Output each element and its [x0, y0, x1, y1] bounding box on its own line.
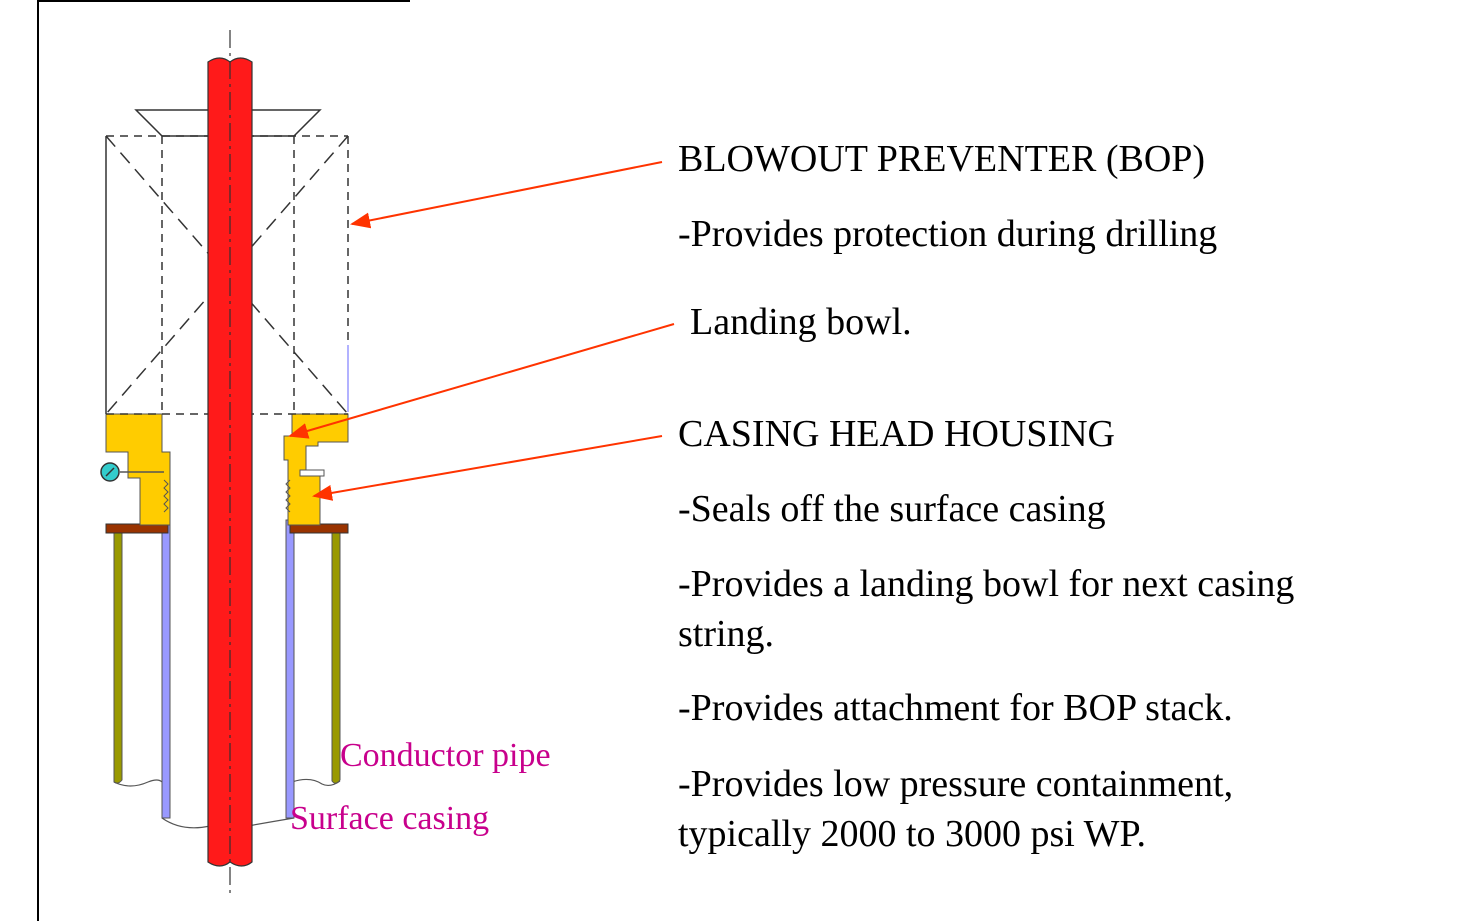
conductor-pipe	[113, 531, 341, 787]
chh-item-seals: -Seals off the surface casing	[678, 488, 1106, 530]
drill-pipe	[207, 30, 253, 896]
bop-description: -Provides protection during drilling	[678, 213, 1218, 255]
pressure-gauge	[100, 462, 164, 482]
bop-title: BLOWOUT PREVENTER (BOP)	[678, 138, 1206, 180]
surface-casing-label: Surface casing	[290, 800, 490, 837]
chh-item-pressure-line2: typically 2000 to 3000 psi WP.	[678, 813, 1146, 855]
casing-head-pointer-arrow	[312, 435, 663, 501]
landing-bowl-pointer-arrow	[288, 323, 675, 439]
casing-head-housing-title: CASING HEAD HOUSING	[678, 413, 1115, 455]
bop-pointer-arrow	[350, 161, 663, 229]
casing-head-housing	[105, 413, 349, 526]
landing-bowl-label: Landing bowl.	[690, 301, 912, 343]
chh-item-landing-bowl-line2: string.	[678, 613, 775, 655]
conductor-pipe-label: Conductor pipe	[340, 737, 551, 774]
chh-item-attachment: -Provides attachment for BOP stack.	[678, 687, 1233, 729]
chh-item-pressure-line1: -Provides low pressure containment,	[678, 763, 1234, 805]
chh-item-landing-bowl-line1: -Provides a landing bowl for next casing	[678, 563, 1295, 605]
